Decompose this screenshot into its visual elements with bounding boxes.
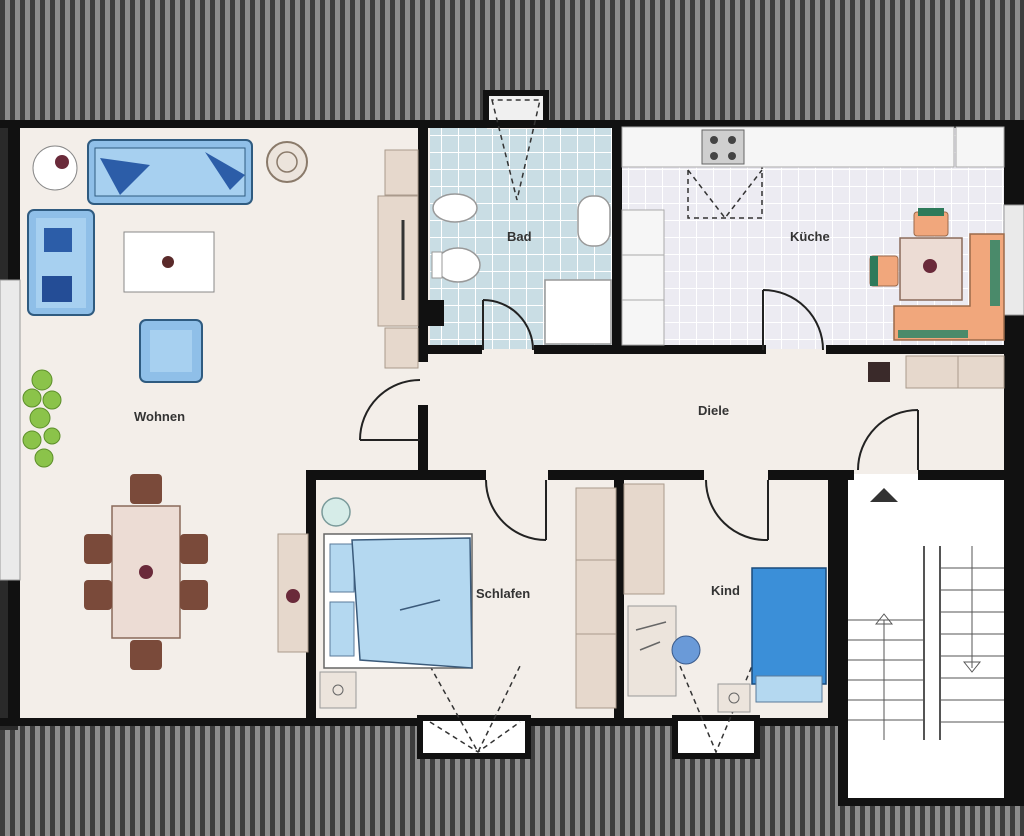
room-label-wohnen: Wohnen [134,409,185,424]
bathroom-fixtures [431,193,612,345]
sink-icon [432,193,478,223]
stove-icon [701,129,745,165]
kids-bed [751,567,827,685]
hallway-furniture [868,355,1005,389]
kids-wardrobe [623,483,665,595]
stairwell [838,474,1024,802]
shower-tray [544,279,612,345]
room-label-diele: Diele [698,403,729,418]
corner-bench [893,233,1005,341]
tv-cabinet [377,195,419,327]
toilet-icon [435,247,481,283]
living-room-furniture [22,139,419,670]
kitchen-counter-left [621,209,665,346]
door-swings [359,289,919,542]
kitchen-fixtures [621,126,1005,346]
nightstand-lamp-icon [321,497,351,527]
bathtub-sink [577,195,611,247]
plant-icon [22,369,62,468]
kids-desk [627,605,677,697]
room-label-kueche: Küche [790,229,830,244]
bedroom-furniture [319,487,617,709]
kitchen-counter-top [621,126,955,168]
hall-cabinet [905,355,1005,389]
floor-lamp-icon [266,141,308,183]
kids-room-furniture [623,483,827,713]
wardrobe [575,487,617,709]
room-label-bad: Bad [507,229,532,244]
stairs-up-triangle-icon [870,488,898,502]
side-table [32,145,78,191]
stair-arrow-down-icon [962,661,982,673]
room-label-kind: Kind [711,583,740,598]
stair-arrow-up-icon [874,613,894,625]
staircase [848,546,1004,740]
room-label-schlafen: Schlafen [476,586,530,601]
dining-chairs [84,474,208,670]
desk-chair [671,635,701,665]
